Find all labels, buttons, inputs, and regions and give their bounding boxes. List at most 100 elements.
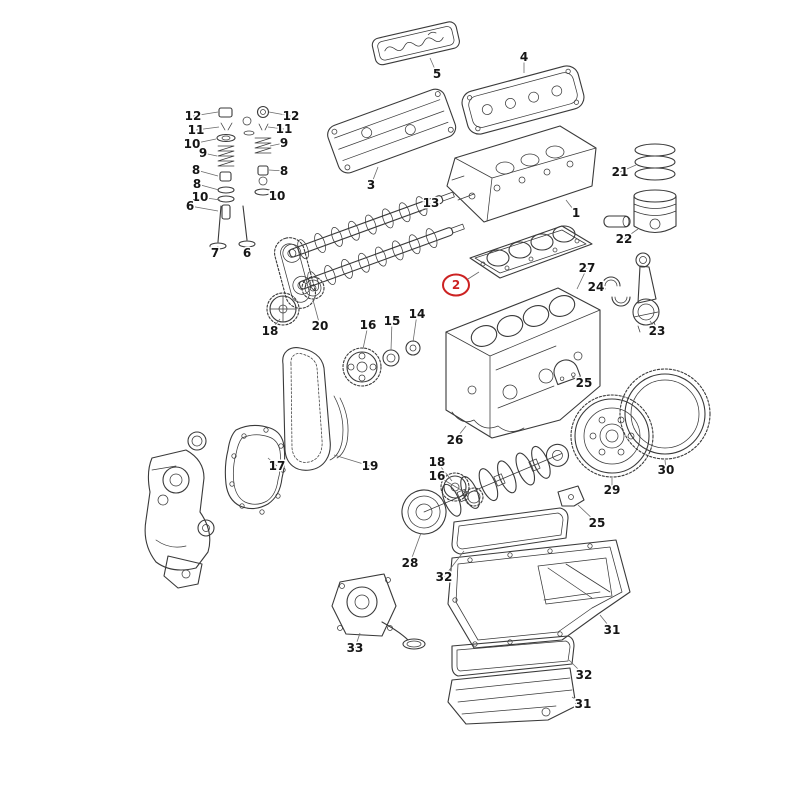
part-label-17: 17 <box>269 459 286 473</box>
part-label-13: 13 <box>423 196 440 210</box>
valve-cover <box>327 88 457 174</box>
leader-line <box>192 111 219 117</box>
part-label-22: 22 <box>616 232 633 246</box>
leader-line <box>454 425 467 441</box>
leader-line <box>412 313 418 343</box>
part-label-32: 32 <box>436 570 453 584</box>
gear-spacer <box>382 349 400 367</box>
leader-line <box>267 126 285 130</box>
part-label-15: 15 <box>384 314 401 328</box>
part-label-8: 8 <box>193 177 201 191</box>
gear-bolt <box>405 340 421 356</box>
part-label-16: 16 <box>429 469 446 483</box>
leader-line <box>270 191 278 197</box>
part-label-10: 10 <box>184 137 201 151</box>
part-label-30: 30 <box>658 463 675 477</box>
cam-sprocket <box>266 292 300 326</box>
oil-pan-gasket-lower <box>451 635 575 677</box>
part-label-23: 23 <box>649 324 666 338</box>
engine-block <box>445 287 601 439</box>
leader-line <box>195 126 220 131</box>
leader-line <box>436 461 453 482</box>
part-label-9: 9 <box>199 146 207 160</box>
leader-line <box>196 183 220 191</box>
part-label-14: 14 <box>409 307 426 321</box>
part-label-11: 11 <box>188 123 205 137</box>
leader-line <box>354 632 361 649</box>
part-label-8: 8 <box>192 163 200 177</box>
leader-line <box>390 320 393 351</box>
valves <box>209 205 256 250</box>
valve-cover-gasket <box>461 65 585 135</box>
timing-chain <box>274 237 316 309</box>
part-label-10: 10 <box>192 190 209 204</box>
camshaft-exhaust <box>292 223 465 295</box>
leader-line <box>333 454 371 467</box>
part-label-29: 29 <box>604 483 621 497</box>
leader-line <box>268 111 292 117</box>
part-label-4: 4 <box>520 50 528 64</box>
mount-bracket <box>557 485 585 507</box>
leader-line <box>429 57 438 75</box>
camshaft-intake <box>282 191 455 263</box>
part-label-8: 8 <box>280 164 288 178</box>
part-label-7: 7 <box>211 246 219 260</box>
part-label-3: 3 <box>367 178 375 192</box>
part-label-25: 25 <box>589 516 606 530</box>
leader-line <box>568 659 585 676</box>
leader-line <box>189 205 219 212</box>
part-label-31: 31 <box>575 697 592 711</box>
part-label-33: 33 <box>347 641 364 655</box>
part-label-16: 16 <box>360 318 377 332</box>
crankshaft <box>401 443 570 535</box>
part-label-2-highlighted: 2 <box>452 278 460 292</box>
name-plate <box>371 21 460 66</box>
part-label-20: 20 <box>312 319 329 333</box>
leader-line <box>571 376 585 384</box>
part-label-18: 18 <box>262 324 279 338</box>
part-label-12: 12 <box>283 109 300 123</box>
valve-train-right <box>254 105 272 196</box>
part-label-6: 6 <box>243 246 251 260</box>
leader-line <box>370 166 379 186</box>
leader-line <box>269 318 281 332</box>
cylinder-head <box>446 125 597 223</box>
part-label-11: 11 <box>276 122 293 136</box>
leader-line <box>623 228 639 240</box>
part-label-1: 1 <box>572 206 580 220</box>
part-label-32: 32 <box>576 668 593 682</box>
leader-line <box>571 696 584 705</box>
ring-gear <box>619 368 711 460</box>
oil-pan-lower <box>447 667 577 725</box>
part-label-26: 26 <box>447 433 464 447</box>
highlight-circle <box>442 273 470 297</box>
part-label-6: 6 <box>186 199 194 213</box>
piston-rings <box>634 143 676 181</box>
leader-line <box>443 550 465 578</box>
oil-pump <box>331 573 426 650</box>
valve-train-left <box>216 107 255 220</box>
leader-line <box>649 320 658 332</box>
leader-line <box>467 271 480 280</box>
leader-line <box>269 142 285 147</box>
highlighted-part-label: 2 <box>442 271 480 297</box>
leader-line <box>199 196 221 201</box>
part-label-27: 27 <box>579 261 596 275</box>
leader-line <box>214 245 219 254</box>
part-label-9: 9 <box>280 136 288 150</box>
leader-line <box>268 169 285 172</box>
part-label-21: 21 <box>612 165 629 179</box>
leader-line <box>418 202 432 214</box>
part-label-31: 31 <box>604 623 621 637</box>
leader-line <box>267 457 278 467</box>
chain-sprocket <box>301 276 325 300</box>
part-label-18: 18 <box>429 455 446 469</box>
leader-line <box>595 286 607 290</box>
part-label-19: 19 <box>362 459 379 473</box>
head-gasket <box>469 225 593 279</box>
part-label-25: 25 <box>576 376 593 390</box>
leader-line <box>565 199 577 214</box>
leader-line <box>191 138 217 145</box>
